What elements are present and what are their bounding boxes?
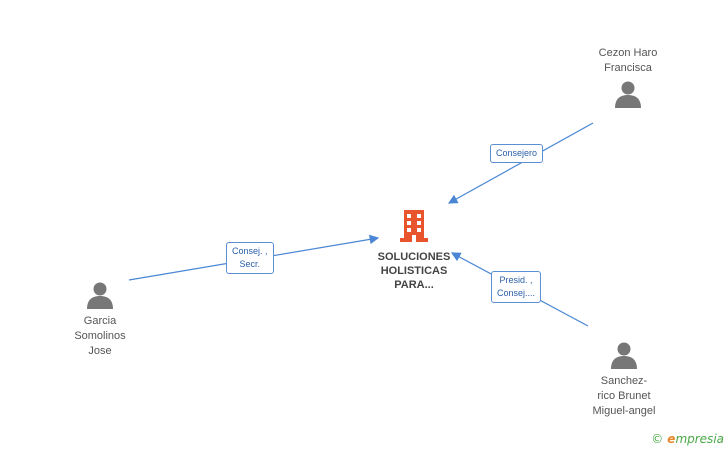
copyright-symbol: © — [651, 432, 664, 446]
person-name-garcia: Garcia Somolinos Jose — [74, 315, 126, 357]
relation-label-cezon[interactable]: Consejero — [490, 144, 544, 163]
relation-label-garcia[interactable]: Consej. , Secr. — [226, 242, 274, 274]
building-icon — [400, 210, 428, 242]
person-icon — [611, 342, 637, 369]
person-node-garcia[interactable]: Garcia Somolinos Jose — [50, 281, 150, 359]
company-node[interactable]: SOLUCIONES HOLISTICAS PARA... — [366, 208, 462, 292]
person-icon — [615, 81, 641, 108]
person-name-sanchez: Sanchez- rico Brunet Miguel-angel — [592, 375, 656, 417]
empresia-logo[interactable]: ©empresia — [651, 432, 724, 446]
person-node-cezon[interactable]: Cezon Haro Francisca — [578, 46, 678, 108]
company-name: SOLUCIONES HOLISTICAS PARA... — [377, 251, 451, 291]
relation-label-sanchez[interactable]: Presid. , Consej.... — [491, 271, 542, 303]
brand-initial: e — [667, 432, 676, 446]
person-node-sanchez[interactable]: Sanchez- rico Brunet Miguel-angel — [572, 341, 676, 419]
brand-rest: mpresia — [675, 432, 724, 446]
edge-cezon — [447, 122, 594, 204]
person-icon — [87, 282, 113, 309]
person-name-cezon: Cezon Haro Francisca — [598, 47, 658, 74]
